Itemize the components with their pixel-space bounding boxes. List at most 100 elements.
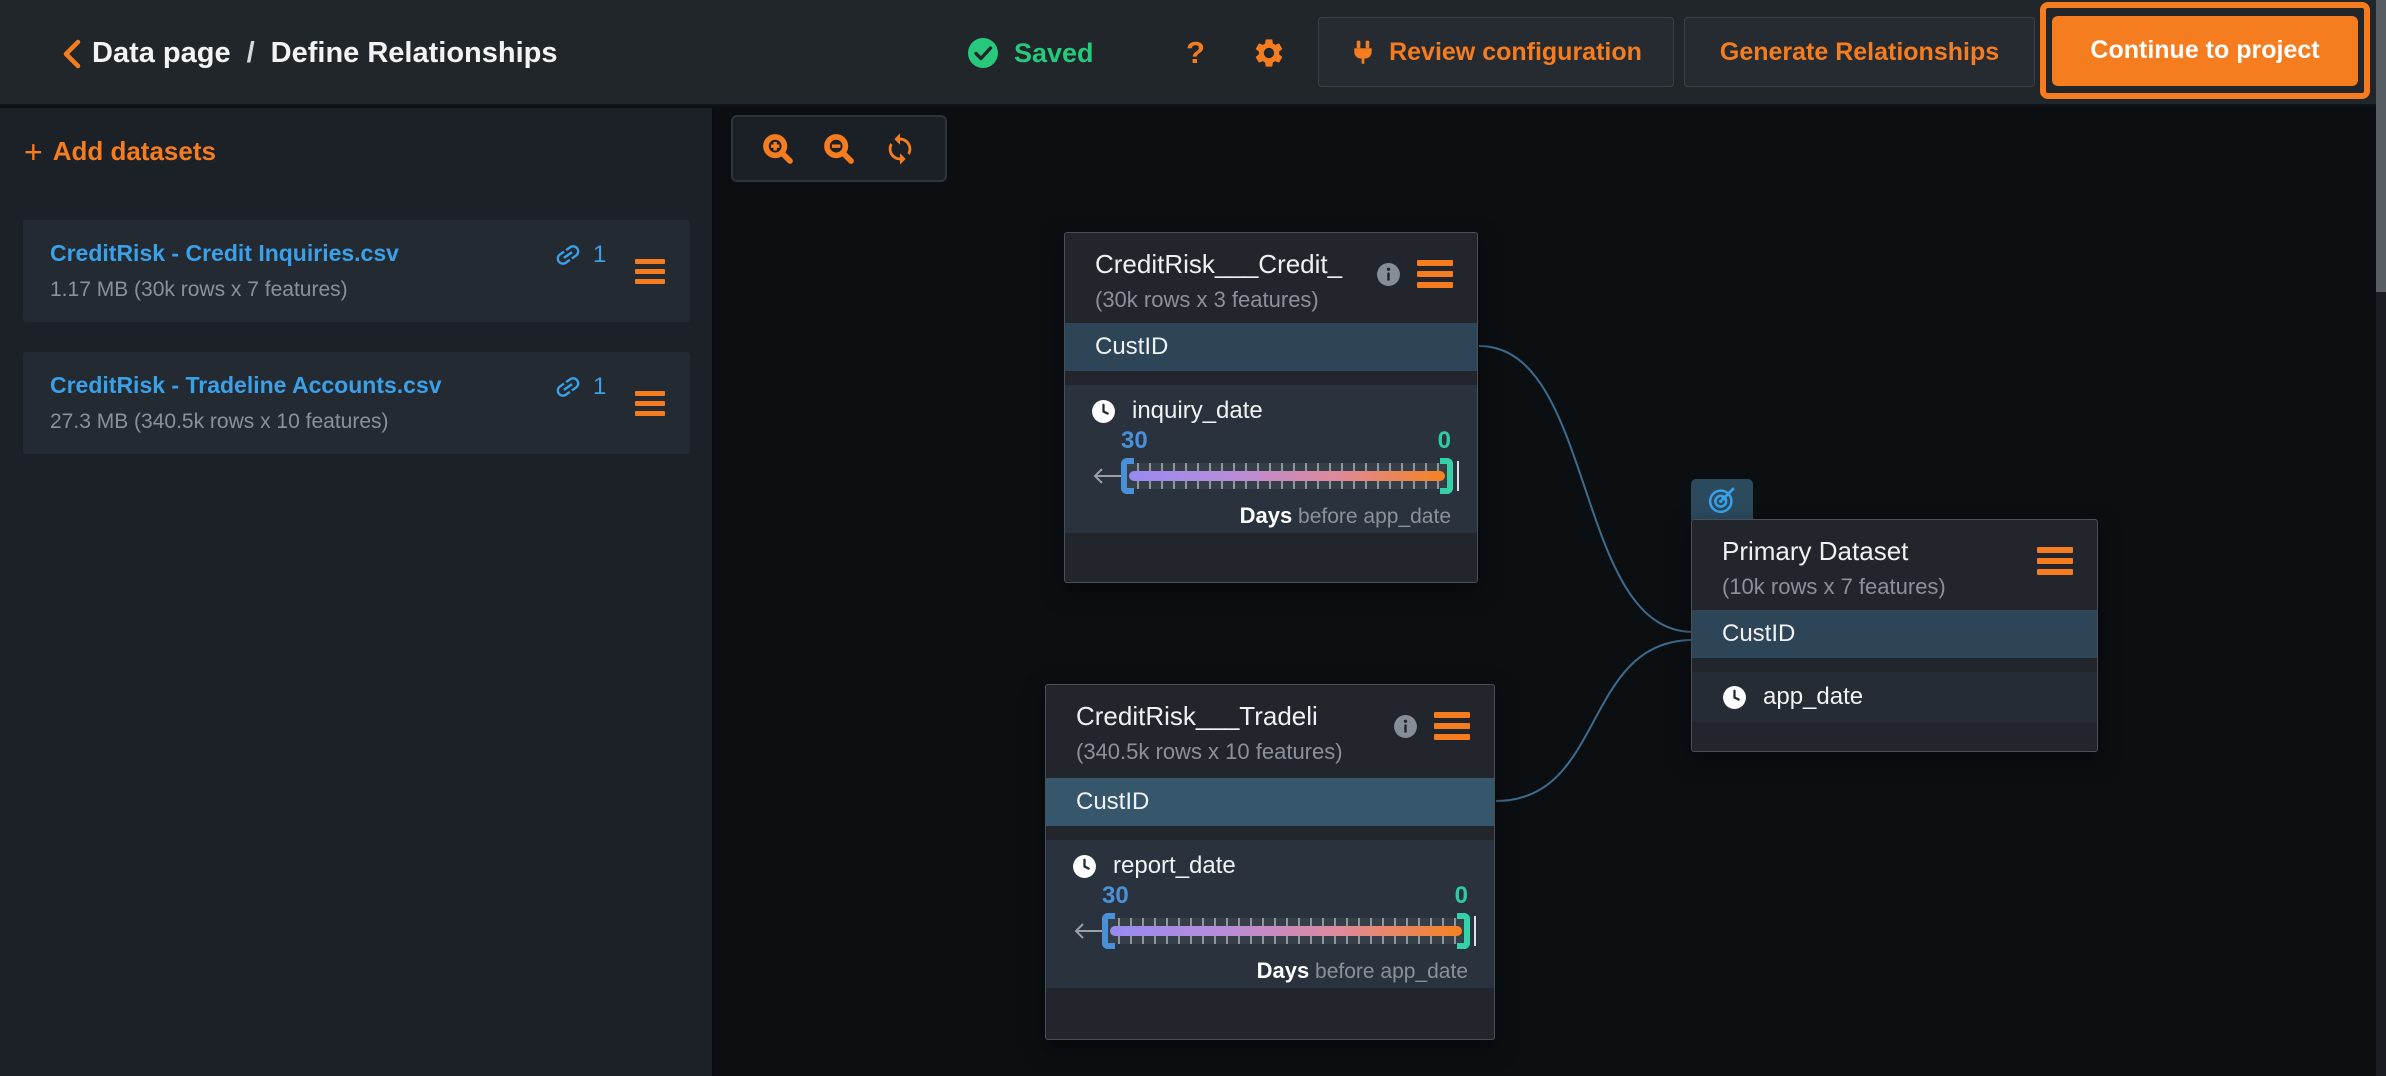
review-configuration-label: Review configuration: [1389, 37, 1642, 66]
node-header: CreditRisk___Tradeli (340.5k rows x 10 f…: [1046, 685, 1494, 778]
zoom-in-button[interactable]: [758, 129, 798, 169]
zoom-out-icon: [824, 133, 854, 164]
generate-relationships-button[interactable]: Generate Relationships: [1684, 17, 2035, 87]
clock-icon: [1073, 854, 1096, 878]
window-end-value: 0: [1454, 882, 1468, 909]
link-icon: [556, 245, 580, 265]
info-icon[interactable]: [1393, 714, 1418, 739]
breadcrumb: Data page / Define Relationships: [92, 0, 558, 106]
unit-value: Days: [1256, 958, 1310, 983]
breadcrumb-page: Define Relationships: [270, 36, 558, 69]
join-key-row[interactable]: CustID: [1046, 778, 1494, 826]
zoom-in-icon: [762, 133, 793, 164]
window-end-value: 0: [1437, 427, 1451, 454]
node-meta: (30k rows x 3 features): [1095, 287, 1319, 312]
unit-value: Days: [1239, 503, 1293, 528]
gear-icon: [1255, 39, 1283, 67]
datasets-sidebar: + Add datasets CreditRisk - Credit Inqui…: [0, 108, 714, 1076]
relationship-canvas[interactable]: CreditRisk___Credit_ (30k rows x 3 featu…: [716, 108, 2386, 1076]
arrow-left-icon: [1074, 923, 1104, 939]
unit-suffix: before app_date: [1315, 960, 1468, 983]
node-meta: (10k rows x 7 features): [1722, 574, 1946, 599]
date-feature-label: app_date: [1763, 683, 1864, 710]
dataset-menu-button[interactable]: [635, 252, 665, 290]
join-key-label: CustID: [1722, 620, 1796, 647]
breadcrumb-section[interactable]: Data page: [92, 36, 231, 69]
page-scrollbar: [2376, 0, 2386, 1076]
slider-end-handle[interactable]: [1457, 913, 1470, 949]
slider-start-handle[interactable]: [1102, 913, 1115, 949]
date-window-section: inquiry_date 30 0: [1065, 385, 1477, 533]
settings-button[interactable]: [1252, 36, 1288, 72]
top-header-bar: Data page / Define Relationships Saved ?: [0, 0, 2386, 106]
dataset-card-tradeline-accounts[interactable]: CreditRisk - Tradeline Accounts.csv 27.3…: [23, 352, 690, 454]
node-menu-button[interactable]: [1417, 259, 1453, 289]
add-datasets-label: Add datasets: [52, 136, 216, 166]
dataset-link-count: 1: [553, 240, 606, 270]
help-button[interactable]: ?: [1186, 0, 1205, 106]
join-key-row[interactable]: CustID: [1065, 323, 1477, 371]
date-window-slider[interactable]: [1102, 913, 1476, 949]
node-meta: (340.5k rows x 10 features): [1076, 739, 1343, 764]
clock-icon: [1092, 399, 1115, 423]
date-feature-label: inquiry_date: [1132, 397, 1263, 424]
window-unit-label: Days before app_date: [1072, 958, 1468, 984]
save-status: Saved: [966, 0, 1094, 106]
node-header: Primary Dataset (10k rows x 7 features): [1692, 520, 2097, 610]
zoom-out-button[interactable]: [819, 129, 859, 169]
node-title: CreditRisk___Tradeli: [1076, 701, 1318, 731]
add-datasets-button[interactable]: + Add datasets: [24, 133, 216, 170]
continue-button-highlight: Continue to project: [2040, 2, 2370, 99]
refresh-icon: [888, 132, 912, 165]
breadcrumb-separator: /: [246, 36, 255, 69]
dataset-meta: 1.17 MB (30k rows x 7 features): [50, 278, 348, 301]
window-start-value: 30: [1102, 882, 1129, 909]
back-button[interactable]: [50, 32, 94, 76]
date-feature-row[interactable]: app_date: [1692, 672, 2097, 722]
node-gap: [1692, 658, 2097, 672]
edge-credit-to-primary[interactable]: [1478, 345, 1694, 633]
plus-icon: +: [24, 133, 43, 170]
node-tradeline-accounts[interactable]: CreditRisk___Tradeli (340.5k rows x 10 f…: [1045, 684, 1495, 1040]
node-menu-button[interactable]: [1434, 711, 1470, 741]
node-title: Primary Dataset: [1722, 536, 1909, 566]
reset-view-button[interactable]: [880, 129, 920, 169]
target-icon: [1708, 486, 1735, 513]
continue-to-project-button[interactable]: Continue to project: [2052, 15, 2358, 86]
window-unit-label: Days before app_date: [1091, 503, 1451, 529]
link-icon: [556, 377, 580, 397]
dataset-menu-button[interactable]: [635, 384, 665, 422]
date-feature-label: report_date: [1113, 852, 1236, 879]
primary-target-tab: [1691, 479, 1753, 520]
review-configuration-button[interactable]: Review configuration: [1318, 17, 1674, 87]
dataset-link-count: 1: [553, 372, 606, 402]
unit-suffix: before app_date: [1298, 505, 1451, 528]
dataset-name-link[interactable]: CreditRisk - Credit Inquiries.csv: [50, 240, 399, 266]
join-key-label: CustID: [1076, 788, 1150, 815]
clock-icon: [1723, 685, 1746, 709]
page-scrollbar-thumb[interactable]: [2376, 0, 2386, 292]
node-credit-inquiries[interactable]: CreditRisk___Credit_ (30k rows x 3 featu…: [1064, 232, 1478, 583]
canvas-zoom-toolbar: [731, 115, 947, 182]
node-primary-dataset[interactable]: Primary Dataset (10k rows x 7 features) …: [1691, 519, 2098, 752]
link-count-value: 1: [593, 241, 607, 268]
node-title: CreditRisk___Credit_: [1095, 249, 1343, 279]
save-status-label: Saved: [1014, 37, 1094, 68]
slider-end-handle[interactable]: [1440, 458, 1453, 494]
dataset-meta: 27.3 MB (340.5k rows x 10 features): [50, 410, 389, 433]
date-window-slider[interactable]: [1121, 458, 1459, 494]
slider-edge-mark: [1457, 461, 1459, 491]
dataset-name-link[interactable]: CreditRisk - Tradeline Accounts.csv: [50, 372, 442, 398]
relationship-edges: [1478, 345, 1694, 802]
info-icon[interactable]: [1376, 262, 1401, 287]
dataset-card-credit-inquiries[interactable]: CreditRisk - Credit Inquiries.csv 1.17 M…: [23, 220, 690, 322]
slider-gradient-bar: [1129, 471, 1445, 481]
join-key-label: CustID: [1095, 333, 1169, 360]
node-menu-button[interactable]: [2037, 546, 2073, 576]
join-key-row[interactable]: CustID: [1692, 610, 2097, 658]
edge-tradeline-to-primary[interactable]: [1495, 639, 1694, 802]
plug-icon: [1354, 40, 1372, 64]
slider-start-handle[interactable]: [1121, 458, 1134, 494]
date-window-section: report_date 30 0: [1046, 840, 1494, 988]
